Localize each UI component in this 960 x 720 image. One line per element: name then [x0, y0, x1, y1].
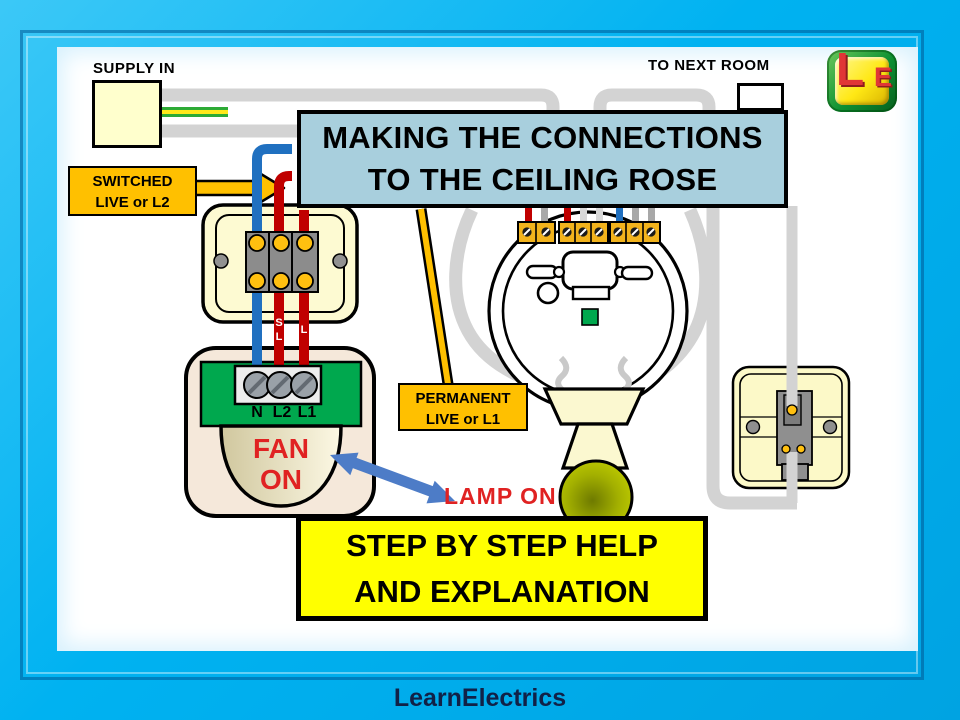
logo-letter-l: L: [836, 43, 865, 95]
isolator-terminal-block: [245, 231, 319, 293]
pendant-lamp: [542, 355, 646, 535]
wire-tag-l2: L: [300, 324, 308, 336]
grey-cables: [162, 88, 797, 510]
rose-conductor-stubs: [525, 206, 655, 224]
title-line-1: MAKING THE CONNECTIONS: [322, 120, 763, 155]
help-banner: STEP BY STEP HELP AND EXPLANATION: [296, 516, 708, 621]
fan-terminal-l1-label: L1: [297, 404, 317, 421]
switched-live-label: SWITCHED LIVE or L2: [68, 166, 197, 216]
switch-terminals: [781, 404, 806, 454]
to-next-room-box: [737, 83, 784, 111]
screw-icon: [332, 253, 348, 269]
wire-tag-s: S: [275, 317, 283, 329]
fan-terminal-block: [233, 364, 323, 406]
title-line-2: TO THE CEILING ROSE: [367, 162, 718, 197]
learnelectrics-logo: L E: [827, 44, 897, 112]
supply-in-box: [92, 80, 162, 148]
fan-on-label: FAN ON: [253, 433, 309, 495]
screw-icon: [822, 419, 838, 435]
cable-supply-to-rose: [162, 88, 560, 114]
lamp-on-label: LAMP ON: [444, 483, 557, 509]
cable-to-next-room: [593, 88, 716, 114]
wire-tag-l: L: [275, 331, 283, 343]
help-line-2: AND EXPLANATION: [354, 574, 650, 609]
rose-terminal-blocks: [517, 221, 661, 244]
switched-live-wire: [274, 171, 292, 385]
lampholder-neck: [560, 422, 630, 470]
switched-live-arrow-icon: [192, 169, 286, 207]
fan-terminal-n-label: N: [251, 404, 263, 421]
fan-lamp-arrow-icon: [330, 452, 455, 504]
permanent-live-pointer: [415, 208, 454, 385]
screw-icon: [213, 253, 229, 269]
help-line-1: STEP BY STEP HELP: [346, 528, 658, 563]
supply-in-label: SUPPLY IN: [93, 60, 176, 77]
rose-earth-square: [581, 308, 599, 326]
to-next-room-label: TO NEXT ROOM: [648, 57, 770, 74]
screw-icon: [745, 419, 761, 435]
logo-letter-e: E: [873, 62, 892, 92]
permanent-live-label: PERMANENT LIVE or L1: [398, 383, 528, 431]
neutral-wire: [252, 144, 292, 385]
lampholder-cup: [542, 387, 646, 426]
brand-footer: LearnElectrics: [393, 684, 567, 712]
fan-terminal-l2-label: L2: [272, 404, 292, 421]
frame-bevel-outer: [20, 30, 924, 680]
logo-badge-icon: [835, 57, 889, 105]
cable-switch-loop: [706, 206, 797, 510]
title-box: MAKING THE CONNECTIONS TO THE CEILING RO…: [297, 110, 788, 208]
